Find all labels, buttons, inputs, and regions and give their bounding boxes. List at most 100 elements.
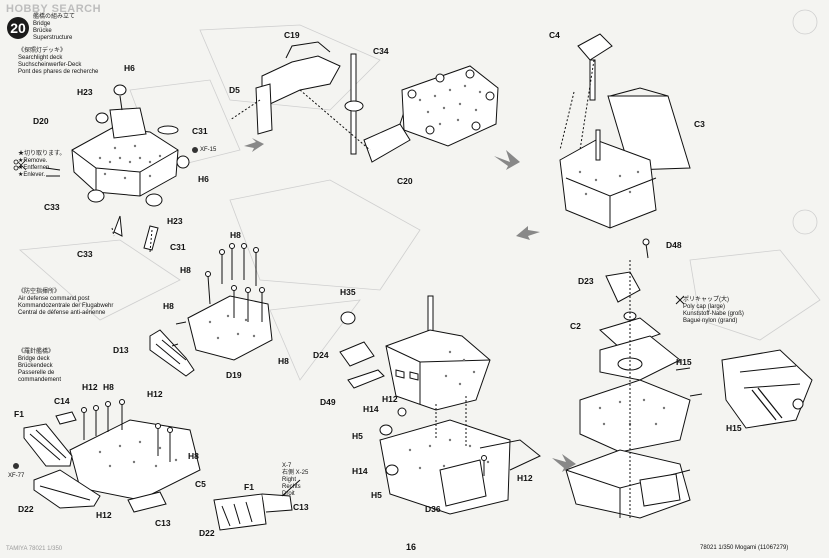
part-label-c13-b: C13 — [293, 502, 309, 512]
poly-cap-en: Poly cap (large) — [683, 304, 726, 310]
part-label-d49: D49 — [320, 397, 336, 407]
watermark-text: HOBBY SEARCH — [6, 3, 102, 15]
lower-deck-stack — [579, 379, 691, 453]
scissor-icon — [13, 159, 27, 171]
part-label-c4: C4 — [549, 30, 560, 40]
part-label-d13: D13 — [113, 345, 129, 355]
part-label-c34: C34 — [373, 46, 389, 56]
step-title-en: Bridge — [33, 21, 51, 27]
part-label-d23: D23 — [578, 276, 594, 286]
part-label-c2: C2 — [570, 321, 581, 331]
part-label-xf15: XF-15 — [200, 147, 217, 153]
part-label-h35: H35 — [340, 287, 356, 297]
part-label-d20: D20 — [33, 116, 49, 126]
remove-note-en: ★Remove. — [18, 158, 48, 164]
part-label-c19: C19 — [284, 30, 300, 40]
bridge-deck-assembly — [23, 399, 201, 513]
part-label-h8: H8 — [230, 230, 241, 240]
h15-detail — [721, 349, 813, 429]
bridge-deck-japanese: 《羅針艦橋》 — [18, 349, 55, 355]
footer-product-code: 78021 1/350 Mogami (11067279) — [700, 545, 789, 551]
part-label-c33-b: C33 — [77, 249, 93, 259]
part-label-c5: C5 — [195, 479, 206, 489]
part-label-h12-c: H12 — [82, 382, 98, 392]
xf77-swatch-icon — [13, 463, 19, 469]
part-label-h14-b: H14 — [352, 466, 368, 476]
direction-arrow-2 — [494, 150, 520, 170]
x7-detail — [213, 479, 301, 531]
poly-cap-note: ポリキャップ(大) Poly cap (large) Kunststoff-Na… — [683, 297, 744, 325]
upper-bridge-assembly — [229, 41, 499, 163]
d13-rail — [149, 329, 195, 377]
h8-pins — [205, 243, 265, 322]
searchlight-deck-assembly — [45, 84, 190, 253]
part-label-h5: H5 — [352, 431, 363, 441]
bridge-deck-plate-lower — [69, 419, 201, 501]
part-label-h23-b: H23 — [167, 216, 183, 226]
air-defense-en: Air defense command post — [18, 296, 90, 302]
poly-cap-de: Kunststoff-Nabe (groß) — [683, 311, 744, 317]
part-label-d24: D24 — [313, 350, 329, 360]
bridge-deck-en: Bridge deck — [18, 356, 50, 362]
part-label-c14: C14 — [54, 396, 70, 406]
poly-cap-fr: Bague nylon (grand) — [683, 318, 738, 324]
part-label-h14: H14 — [363, 404, 379, 414]
air-defense-fr: Central de défense anti-aérienne — [18, 310, 106, 316]
bridge-deck-fr-1: Passerelle de — [18, 370, 55, 376]
part-label-c31-b: C31 — [170, 242, 186, 252]
d23-part — [605, 271, 641, 303]
footer-left-text: TAMIYA 78021 1/350 — [6, 546, 63, 552]
poly-cap-icon — [675, 295, 685, 305]
step-number-badge: 20 — [7, 17, 29, 39]
c13-part — [127, 491, 167, 513]
searchlight-en: Searchlight deck — [18, 55, 63, 61]
part-label-f1: F1 — [14, 409, 24, 419]
air-defense-de: Kommandozentrale der Flugabwehr — [18, 303, 114, 309]
air-defense-japanese: 《防空指揮所》 — [18, 289, 61, 295]
part-label-d19: D19 — [226, 370, 242, 380]
part-label-h5-b: H5 — [371, 490, 382, 500]
direction-japanese: 右側 X-25 — [282, 470, 309, 476]
part-label-h15-b: H15 — [726, 423, 742, 433]
director-tower — [607, 95, 691, 171]
direction-fr: Droit — [282, 491, 295, 497]
searchlight-fr: Pont des phares de recherche — [18, 69, 99, 75]
part-label-h8-e: H8 — [103, 382, 114, 392]
part-label-f1-b: F1 — [244, 482, 254, 492]
searchlight-de: Suchscheinwerfer-Deck — [18, 62, 82, 68]
direction-arrow-4 — [552, 454, 576, 472]
part-label-h6-b: H6 — [198, 174, 209, 184]
part-label-c20: C20 — [397, 176, 413, 186]
part-label-c31: C31 — [192, 126, 208, 136]
completed-bridge-top — [559, 33, 691, 229]
bridge-deck-fr-2: commandement — [18, 377, 62, 383]
part-label-d48: D48 — [666, 240, 682, 250]
air-defense-assembly — [149, 243, 273, 377]
part-label-d5: D5 — [229, 85, 240, 95]
bridge-frame — [261, 55, 341, 105]
remove-note-de: ★Entfernen. — [18, 165, 52, 171]
part-label-c13: C13 — [155, 518, 171, 528]
part-label-x7: X-7 — [282, 463, 292, 469]
part-label-h12-e: H12 — [96, 510, 112, 520]
part-label-xf77: XF-77 — [8, 473, 25, 479]
direction-arrow-3 — [516, 226, 540, 240]
remove-note-fr: ★Enlever. — [18, 172, 46, 178]
f1-railing — [23, 423, 73, 467]
remove-note-japanese: ★切り取ります。 — [18, 151, 66, 157]
air-defense-deck — [187, 295, 273, 361]
poly-cap-japanese: ポリキャップ(大) — [683, 297, 729, 303]
part-label-d36: D36 — [425, 504, 441, 514]
step-japanese-title: 艦橋の組み立て — [33, 14, 76, 20]
part-label-h8-b: H8 — [180, 265, 191, 275]
part-label-c33: C33 — [44, 202, 60, 212]
part-label-d22: D22 — [18, 504, 34, 514]
part-label-h8-d: H8 — [278, 356, 289, 366]
part-label-h12-b: H12 — [517, 473, 533, 483]
part-label-h23: H23 — [77, 87, 93, 97]
searchlight-tower — [109, 107, 147, 139]
direction-en: Right — [282, 477, 297, 483]
part-label-h8-f: H8 — [188, 451, 199, 461]
center-bridge-assembly — [339, 295, 541, 515]
